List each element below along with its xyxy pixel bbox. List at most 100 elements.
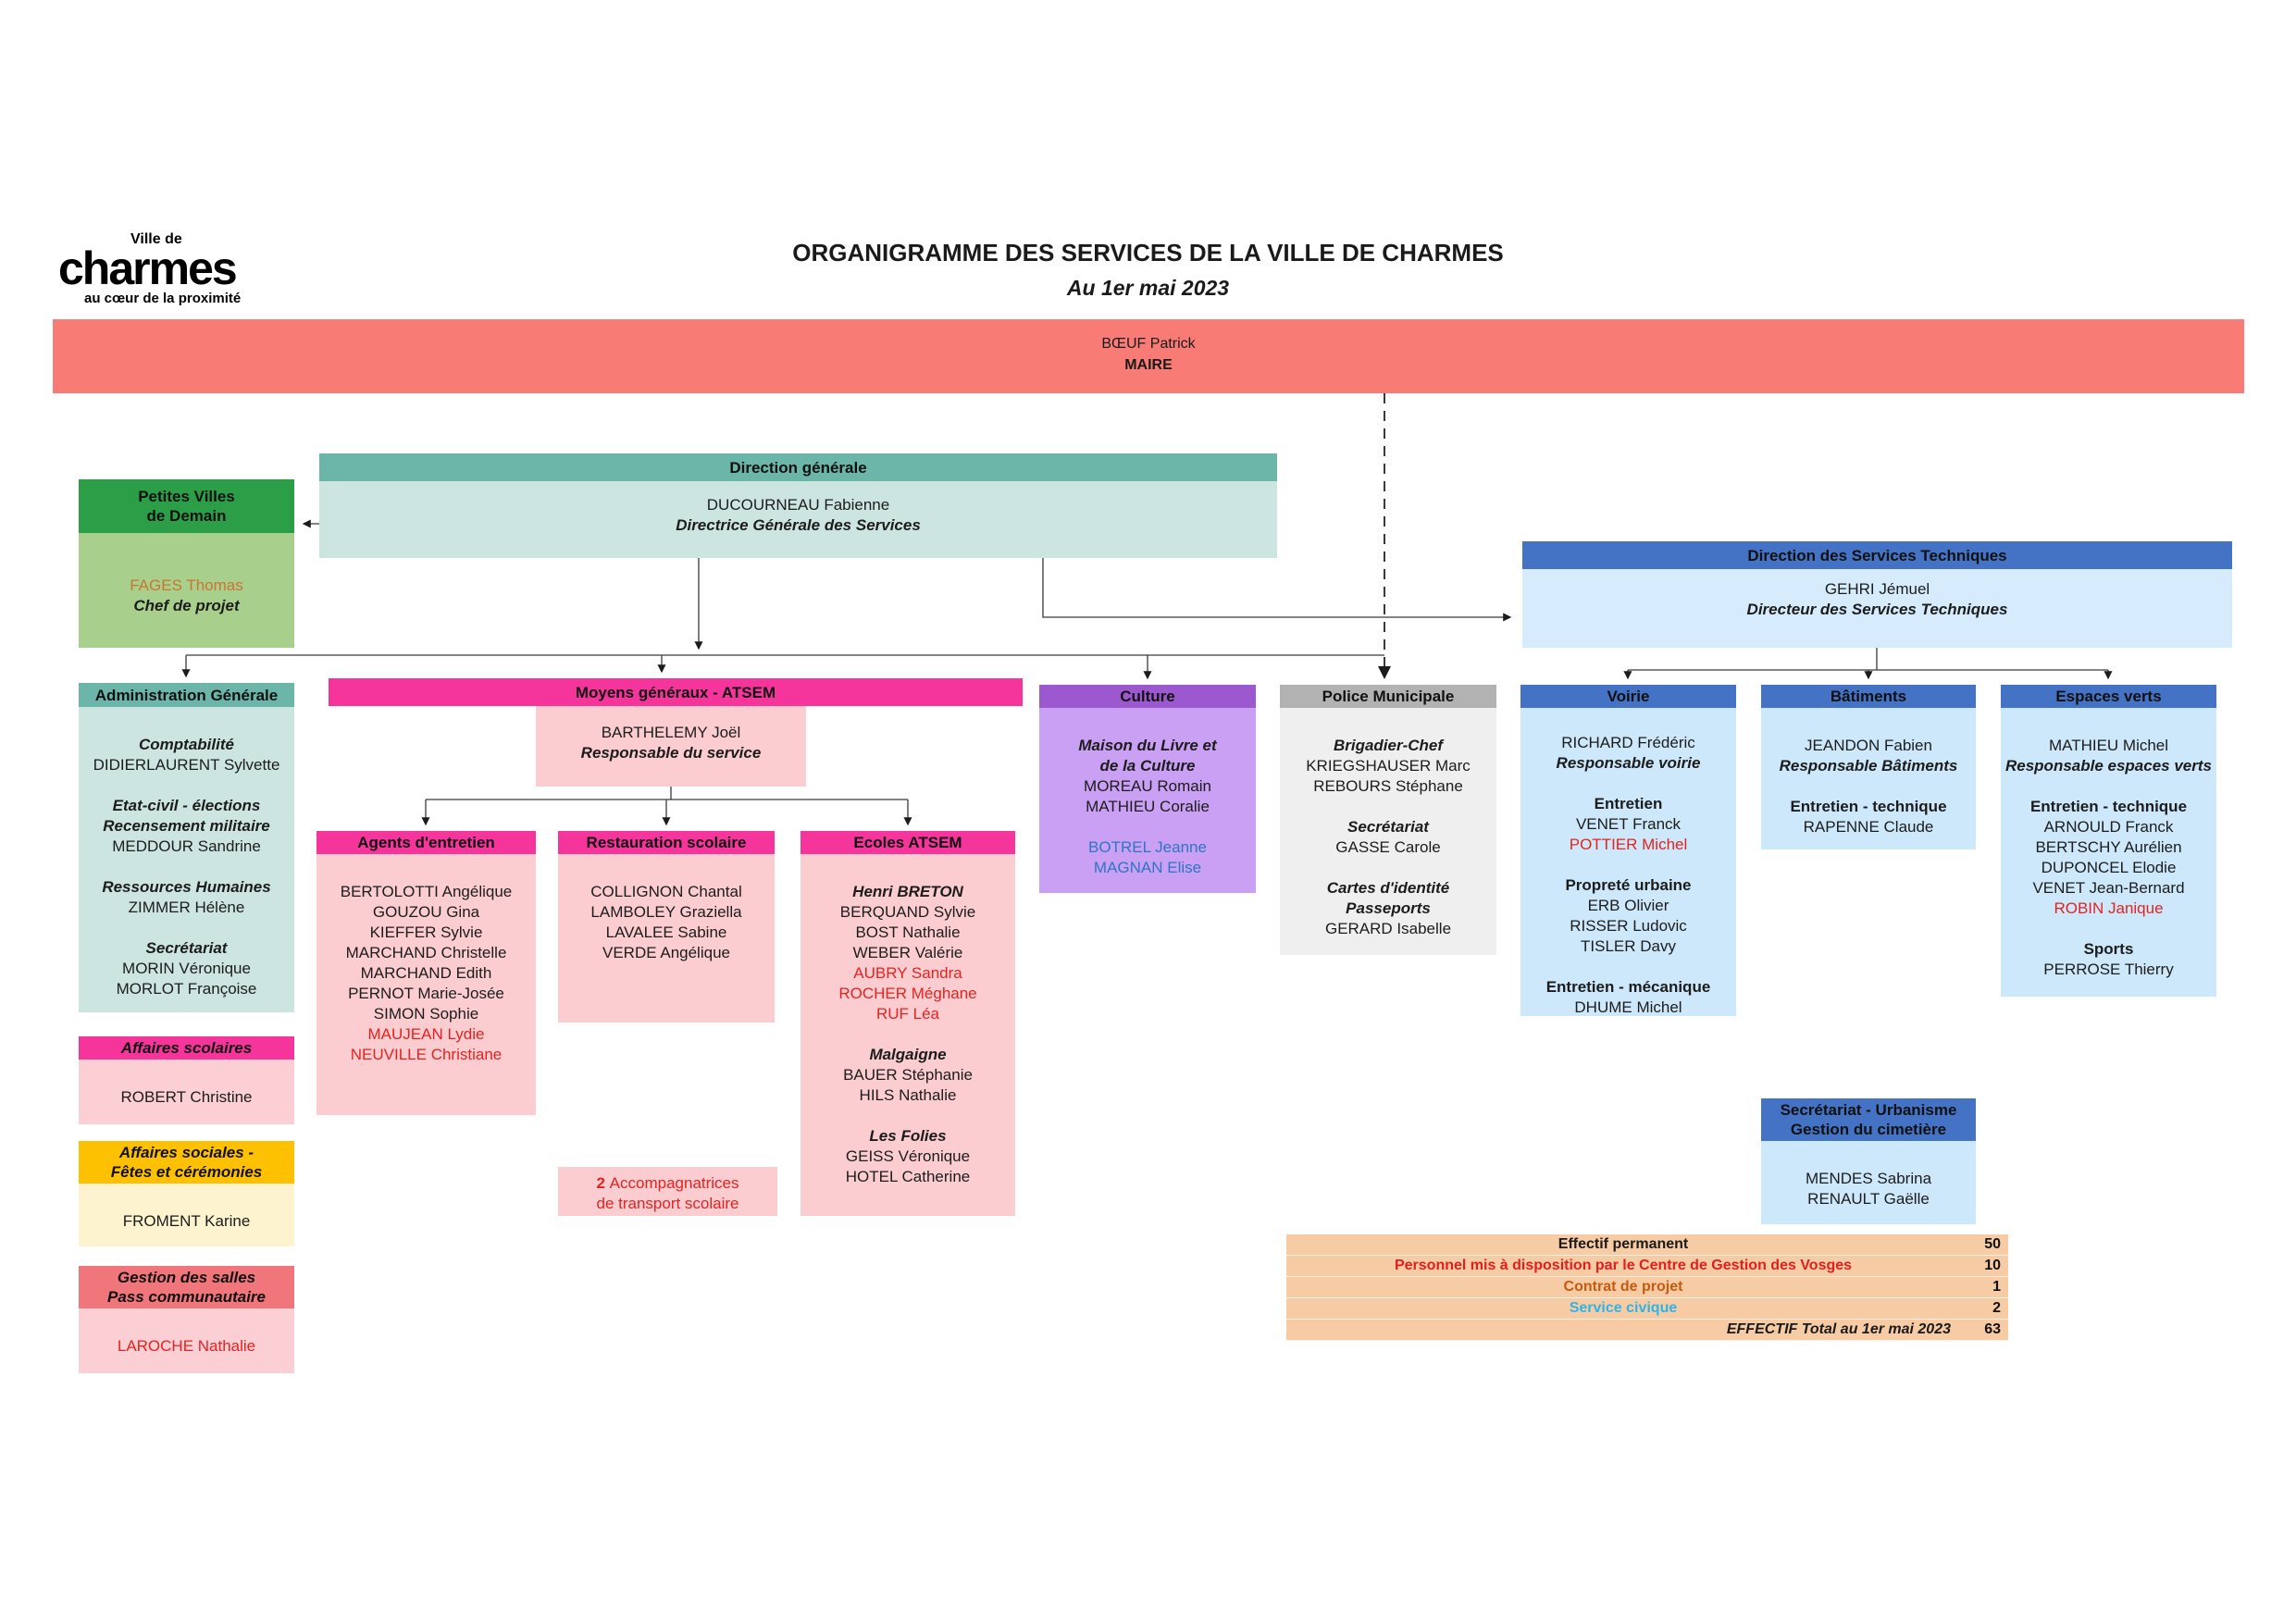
header-line: Gestion du cimetière [1790, 1121, 1947, 1138]
org-line: DUPONCEL Elodie [2041, 859, 2177, 876]
box-admin-header: Administration Générale [79, 683, 294, 707]
org-line: Responsable du service [580, 744, 762, 762]
org-line: MARCHAND Edith [360, 964, 492, 982]
org-line [79, 714, 294, 735]
box-moyens-header: Moyens généraux - ATSEM [329, 678, 1023, 706]
title-line1: ORGANIGRAMME DES SERVICES DE LA VILLE DE… [792, 239, 1504, 267]
org-line [2001, 776, 2216, 797]
org-line: COLLIGNON Chantal [590, 883, 742, 900]
header-line: Agents d'entretien [357, 834, 495, 851]
logo-top-text: Ville de [130, 231, 182, 247]
org-line: Directrice Générale des Services [676, 516, 921, 534]
effectif-label: Service civique [1569, 1300, 1678, 1316]
box-espaces_verts-header: Espaces verts [2001, 685, 2216, 708]
org-line: RAPENNE Claude [1803, 818, 1934, 836]
org-line [1039, 817, 1256, 837]
org-line [1520, 855, 1736, 875]
box-aff_scolaires-header: Affaires scolaires [79, 1036, 294, 1060]
logo-wordmark: charmes [58, 242, 238, 294]
org-line: KIEFFER Sylvie [369, 924, 483, 941]
org-line: Henri BRETON [852, 883, 963, 900]
page-title: ORGANIGRAMME DES SERVICES DE LA VILLE DE… [0, 239, 2296, 301]
header-line: de Demain [146, 507, 227, 525]
org-line: Brigadier-Chef [1333, 737, 1444, 754]
org-line: de transport scolaire [596, 1195, 739, 1212]
effectif-value: 1 [1992, 1279, 2001, 1295]
org-line: FROMENT Karine [122, 1212, 251, 1230]
org-line [800, 1024, 1015, 1045]
org-line: VENET Franck [1575, 815, 1682, 833]
org-line: MATHIEU Coralie [1086, 798, 1210, 815]
org-line: WEBER Valérie [852, 944, 963, 961]
box-batiments-header: Bâtiments [1761, 685, 1976, 708]
header-line: Direction générale [729, 458, 867, 477]
org-line [1761, 1148, 1976, 1169]
org-line: Recensement militaire [103, 817, 270, 835]
mayor-role: MAIRE [1124, 357, 1173, 373]
box-aff_scolaires: Affaires scolaires ROBERT Christine [79, 1036, 294, 1124]
mayor-name: BŒUF Patrick [1101, 336, 1196, 352]
org-line: MAUJEAN Lydie [367, 1025, 485, 1043]
org-line: VERDE Angélique [602, 944, 730, 961]
org-line: BERQUAND Sylvie [839, 903, 976, 921]
org-line: JEANDON Fabien [1805, 737, 1932, 754]
effectif-label: EFFECTIF Total au 1er mai 2023 [1726, 1321, 1951, 1337]
org-line: DUCOURNEAU Fabienne [706, 496, 890, 514]
org-line: PERNOT Marie-Josée [348, 985, 504, 1002]
org-line: SIMON Sophie [373, 1005, 479, 1023]
box-aff_sociales-header: Affaires sociales - Fêtes et cérémonies [79, 1141, 294, 1184]
org-line: NEUVILLE Christiane [350, 1046, 503, 1063]
header-line: Secrétariat - Urbanisme [1780, 1101, 1957, 1119]
header-line: Affaires sociales - [118, 1144, 254, 1161]
org-line: ZIMMER Hélène [128, 899, 245, 916]
org-line: BAUER Stéphanie [843, 1066, 973, 1084]
org-line: Entretien - technique [2029, 798, 2188, 815]
effectif-value: 10 [1984, 1258, 2001, 1273]
org-line: LAMBOLEY Graziella [590, 903, 742, 921]
org-line: Propreté urbaine [1565, 876, 1692, 894]
org-line: Directeur des Services Techniques [1746, 601, 2008, 618]
effectif-value: 50 [1984, 1236, 2001, 1252]
org-line: LAROCHE Nathalie [117, 1337, 256, 1355]
org-line: MORLOT Françoise [116, 980, 257, 998]
org-line [1520, 713, 1736, 733]
org-line [1280, 858, 1496, 878]
header-line: Espaces verts [2055, 688, 2162, 705]
header-line: Restauration scolaire [586, 834, 747, 851]
box-ecoles-header: Ecoles ATSEM [800, 831, 1015, 854]
header-line: Gestion des salles [117, 1269, 256, 1286]
header-line: Fêtes et cérémonies [110, 1163, 263, 1181]
org-line: REBOURS Stéphane [1313, 777, 1463, 795]
org-line: Passeports [1346, 899, 1431, 917]
org-line [1280, 797, 1496, 817]
header-line: Moyens généraux - ATSEM [575, 683, 776, 701]
header-line: Voirie [1607, 688, 1650, 705]
org-line: MAGNAN Elise [1093, 859, 1202, 876]
org-line [558, 862, 775, 882]
org-line [1761, 715, 1976, 736]
logo-tagline: au cœur de la proximité [84, 291, 242, 306]
org-line: ROCHER Méghane [838, 985, 977, 1002]
org-line: GEHRI Jémuel [1824, 580, 1930, 598]
org-line [800, 862, 1015, 882]
